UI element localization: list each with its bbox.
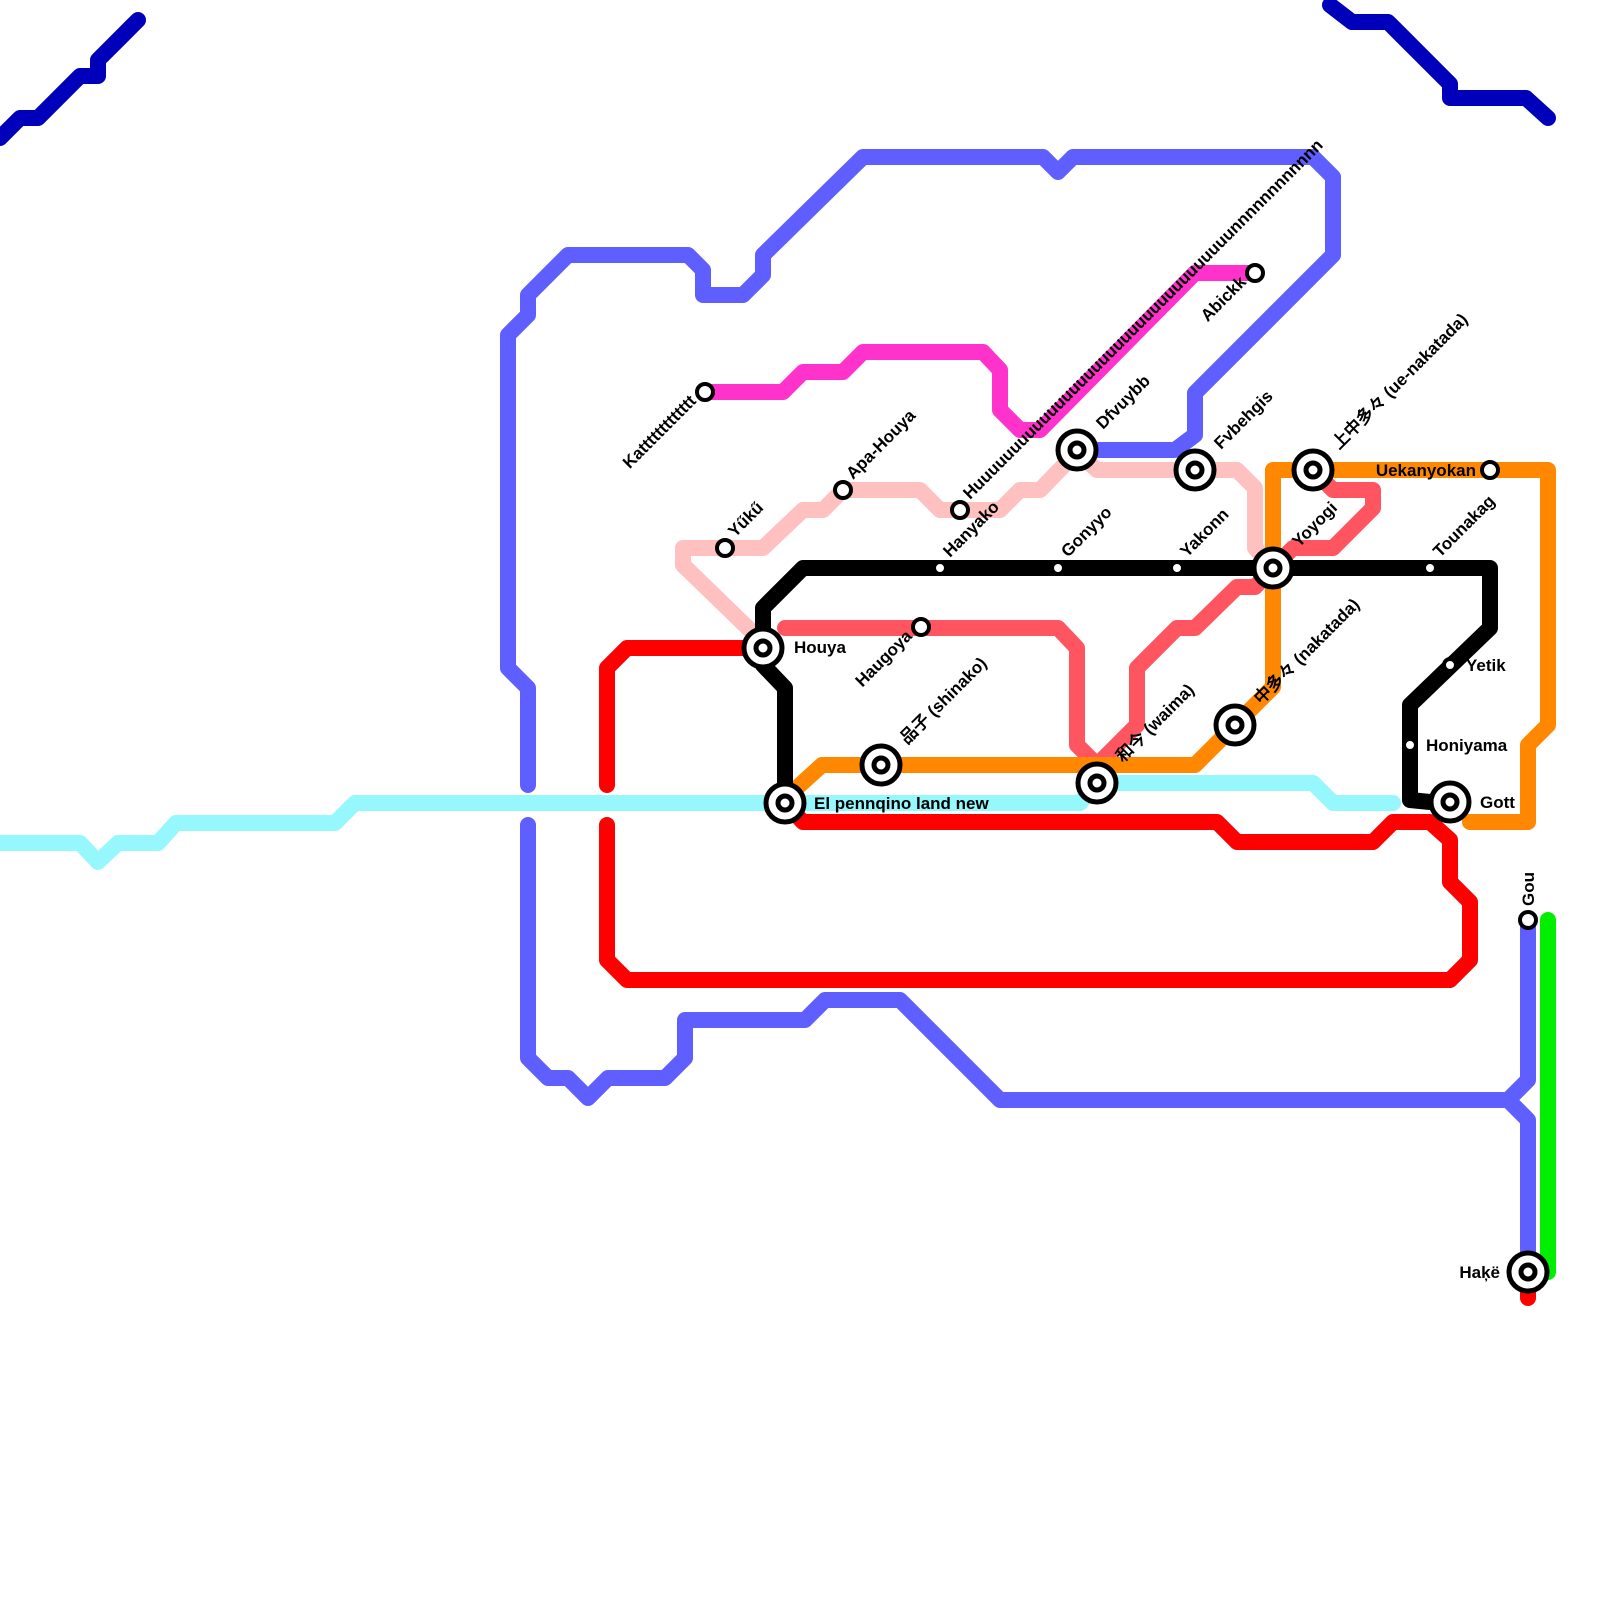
line-salmon: [777, 462, 1381, 773]
line-dark-blue-west: [0, 12, 146, 146]
station-label: Gott: [1480, 793, 1515, 812]
station-label: Haķë: [1459, 1263, 1500, 1282]
station-label: 上中多々 (ue-nakatada): [1328, 309, 1472, 453]
station-label: Kattttttttttttt: [619, 391, 700, 472]
line-red-north: [599, 640, 771, 793]
station-label: Fvbehgis: [1210, 387, 1276, 453]
station-label: Yetik: [1466, 656, 1506, 675]
station-yetik[interactable]: Yetik: [1442, 656, 1506, 675]
station-label: Yakonn: [1176, 505, 1232, 561]
line-red-south: [599, 795, 1478, 988]
station-label: 品子 (shinako): [896, 654, 990, 748]
station-gou[interactable]: Gou: [1518, 872, 1538, 930]
station-el-pennqino[interactable]: El pennqino land new: [763, 781, 990, 825]
station-label: Tounakag: [1429, 492, 1498, 561]
station-hake[interactable]: Haķë: [1459, 1250, 1550, 1294]
station-nakatada[interactable]: 中多々 (nakatada): [1213, 594, 1363, 747]
station-houya[interactable]: Houya: [741, 626, 847, 670]
line-blue-south: [520, 817, 1536, 1108]
station-label: Honiyama: [1426, 736, 1508, 755]
station-label: Apa-Houya: [842, 406, 919, 483]
station-honiyama[interactable]: Honiyama: [1402, 736, 1508, 755]
station-label: Uekanyokan: [1376, 461, 1476, 480]
station-label: El pennqino land new: [814, 794, 990, 813]
station-gott[interactable]: Gott: [1428, 780, 1515, 824]
station-label: 和今 (waima): [1112, 680, 1198, 766]
station-label: Gonyyo: [1057, 503, 1115, 561]
line-blue-spur: [1500, 1092, 1536, 1280]
line-black: [755, 560, 1498, 811]
station-uekanyokan[interactable]: Uekanyokan: [1376, 460, 1500, 480]
line-dark-blue-east: [1322, 0, 1556, 126]
line-cyan: [0, 775, 1401, 870]
station-label: Yűkű: [724, 498, 767, 541]
line-blue-north: [500, 149, 1341, 793]
line-magenta: [697, 265, 1263, 438]
station-label: Dfvuybb: [1092, 371, 1154, 433]
station-label: Houya: [794, 638, 847, 657]
station-label: Gou: [1519, 872, 1538, 906]
station-katt[interactable]: Kattttttttttttt: [619, 382, 715, 472]
line-orange: [792, 462, 1556, 830]
